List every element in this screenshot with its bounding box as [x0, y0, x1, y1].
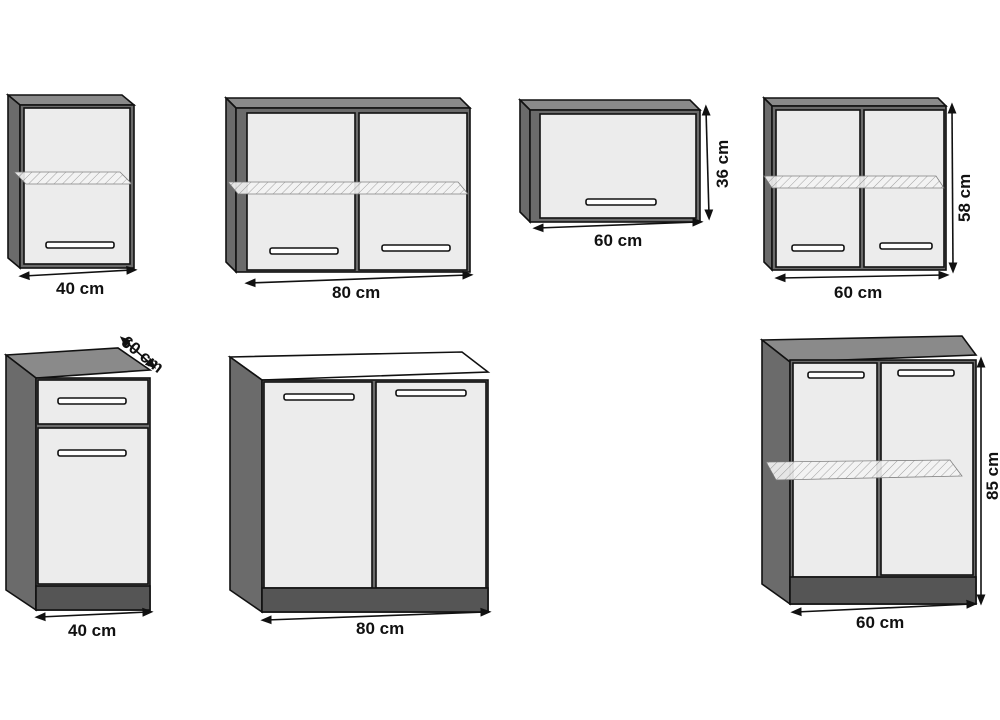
door-handle [897, 369, 955, 377]
door-handle [283, 393, 355, 401]
wall-cabinet-80: 80 cm [224, 96, 474, 302]
door-handle [269, 247, 339, 255]
door-handle [585, 198, 657, 206]
door-handle [57, 449, 127, 457]
glass-shelf [13, 171, 133, 185]
cabinet-door [23, 107, 131, 265]
cabinet-door-right [375, 381, 487, 589]
width-label: 40 cm [68, 621, 116, 640]
base-cabinet-80: 80 cm [227, 351, 492, 638]
wall-cabinet-60-flap: 36 cm 60 cm [518, 98, 732, 250]
height-label: 58 cm [955, 174, 974, 222]
dimension-arrow [947, 102, 958, 274]
dimension-arrow [532, 217, 704, 233]
dimension-arrow [790, 599, 978, 617]
cabinet-door-right [863, 109, 945, 268]
wall-cabinet-60: 58 cm 60 cm [762, 96, 974, 302]
height-label: 85 cm [983, 452, 1000, 500]
door-handle [791, 244, 845, 252]
base-cabinet-60: 85 cm 60 cm [759, 335, 1000, 632]
dimension-arrow [244, 270, 474, 288]
height-label: 36 cm [713, 140, 732, 188]
base-cabinet-40-drawer: 60 cm 40 cm [3, 332, 167, 640]
drawer-handle [57, 397, 127, 405]
width-label: 80 cm [332, 283, 380, 302]
width-label: 60 cm [856, 613, 904, 632]
plinth [789, 576, 977, 605]
dimension-arrow [774, 270, 950, 283]
wall-cabinet-40: 40 cm [5, 93, 138, 298]
width-label: 60 cm [834, 283, 882, 302]
dimension-arrow [701, 104, 714, 221]
width-label: 80 cm [356, 619, 404, 638]
door-handle [879, 242, 933, 250]
door-handle [395, 389, 467, 397]
door-handle [381, 244, 451, 252]
width-label: 40 cm [56, 279, 104, 298]
glass-shelf [227, 181, 469, 195]
dimension-arrow [260, 607, 492, 625]
plinth [35, 585, 151, 611]
door-handle [45, 241, 115, 249]
dimension-arrow [34, 607, 154, 622]
cabinet-door-left [775, 109, 861, 268]
dimension-arrow [119, 336, 157, 369]
glass-shelf [765, 459, 963, 481]
cabinet-door-left [263, 381, 373, 589]
dimension-arrow [18, 265, 138, 281]
door-handle [807, 371, 865, 379]
width-label: 60 cm [594, 231, 642, 250]
plinth [261, 587, 489, 613]
glass-shelf [763, 175, 945, 189]
